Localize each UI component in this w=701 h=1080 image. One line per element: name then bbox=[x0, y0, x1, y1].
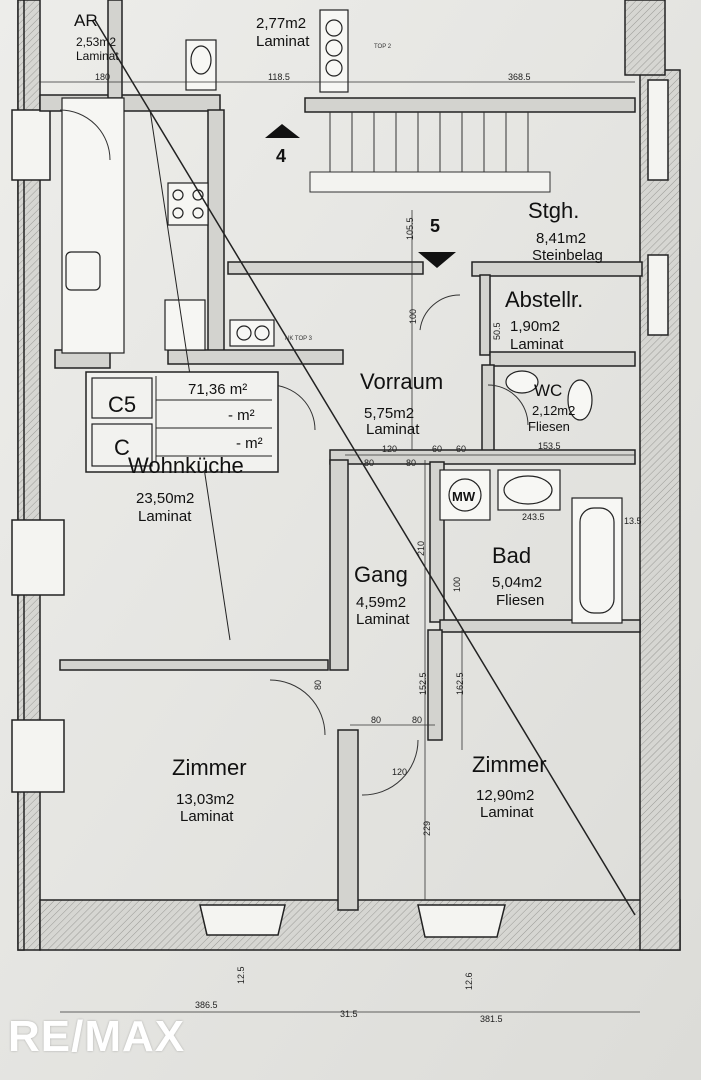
legend-code-c5: C5 bbox=[108, 392, 136, 417]
zimmer-right-name: Zimmer bbox=[472, 752, 547, 777]
dim-100b: 100 bbox=[452, 577, 462, 592]
wohnkueche-area: 23,50m2 bbox=[136, 490, 194, 507]
wohnkueche-floor: Laminat bbox=[138, 508, 192, 525]
bad-name: Bad bbox=[492, 543, 531, 568]
wc-floor: Fliesen bbox=[528, 419, 570, 434]
vorraum-area: 5,75m2 bbox=[364, 405, 414, 422]
nk-top-label: NK TOP 3 bbox=[285, 336, 313, 342]
dim-top-3685: 368.5 bbox=[508, 72, 531, 82]
bath-fixtures bbox=[439, 469, 623, 624]
outer-walls bbox=[17, 0, 681, 951]
dim-120: 120 bbox=[382, 444, 397, 454]
top2-label: TOP 2 bbox=[374, 44, 392, 50]
zimmer-right-area: 12,90m2 bbox=[476, 787, 534, 804]
washing-machine-icon bbox=[448, 478, 482, 512]
gang-area: 4,59m2 bbox=[356, 594, 406, 611]
stgh-name: Stgh. bbox=[528, 198, 579, 223]
top-room-area: 2,77m2 bbox=[256, 15, 306, 32]
dim-60b: 60 bbox=[456, 444, 466, 454]
bad-area: 5,04m2 bbox=[492, 574, 542, 591]
dim-80-vert: 80 bbox=[313, 680, 323, 690]
windows-left bbox=[11, 109, 65, 793]
inner-walls bbox=[39, 0, 643, 911]
dim-2435: 243.5 bbox=[522, 512, 545, 522]
dimension-lines bbox=[40, 81, 640, 1013]
stgh-area: 8,41m2 bbox=[536, 230, 586, 247]
ar-name: AR bbox=[74, 11, 98, 30]
wc-fixtures bbox=[505, 370, 593, 421]
dim-505: 50.5 bbox=[492, 322, 502, 340]
dim-100: 100 bbox=[408, 309, 418, 324]
dim-1625: 162.5 bbox=[455, 672, 465, 695]
zimmer-right-floor: Laminat bbox=[480, 804, 534, 821]
windows-bottom bbox=[199, 904, 506, 938]
abstellr-name: Abstellr. bbox=[505, 287, 583, 312]
dim-top-180: 180 bbox=[95, 72, 110, 82]
gang-floor: Laminat bbox=[356, 611, 410, 628]
legend-value-2: - m² bbox=[228, 407, 255, 424]
vorraum-name: Vorraum bbox=[360, 369, 443, 394]
step-number-upper: 4 bbox=[276, 146, 286, 166]
zimmer-left-floor: Laminat bbox=[180, 808, 234, 825]
dim-125: 12.5 bbox=[236, 966, 246, 984]
dim-top-1185: 118.5 bbox=[268, 72, 290, 82]
dim-135: 13.5 bbox=[624, 516, 642, 526]
step-arrow-lower-icon bbox=[418, 252, 456, 268]
windows-right bbox=[647, 79, 669, 336]
stgh-floor: Steinbelag bbox=[532, 247, 603, 264]
step-arrow-upper-icon bbox=[265, 124, 300, 138]
legend-value-3: - m² bbox=[236, 435, 263, 452]
wc-name: WC bbox=[534, 381, 562, 400]
step-number-lower: 5 bbox=[430, 216, 440, 236]
dim-210: 210 bbox=[416, 541, 426, 556]
remax-logo: RE/MAX bbox=[8, 1012, 186, 1061]
dim-120b: 120 bbox=[392, 767, 407, 777]
wohnkueche-name: Wohnküche bbox=[128, 453, 244, 478]
dim-bottom-3815: 381.5 bbox=[480, 1014, 503, 1024]
washing-machine-label: MW bbox=[452, 489, 476, 504]
stair-treads bbox=[309, 112, 551, 193]
gang-name: Gang bbox=[354, 562, 408, 587]
dim-80a: 80 bbox=[364, 458, 374, 468]
abstellr-area: 1,90m2 bbox=[510, 318, 560, 335]
zimmer-left-area: 13,03m2 bbox=[176, 791, 234, 808]
dim-80b: 80 bbox=[406, 458, 416, 468]
section-line bbox=[94, 19, 636, 916]
dim-1055: 105.5 bbox=[405, 217, 415, 240]
ar-floor: Laminat bbox=[76, 49, 119, 63]
top-room-floor: Laminat bbox=[256, 33, 310, 50]
dim-1525: 152.5 bbox=[418, 672, 428, 695]
dim-229: 229 bbox=[422, 821, 432, 836]
abstellr-floor: Laminat bbox=[510, 336, 564, 353]
dim-80d: 80 bbox=[412, 715, 422, 725]
dim-60a: 60 bbox=[432, 444, 442, 454]
dim-bottom-3865: 386.5 bbox=[195, 1000, 218, 1010]
dim-1535: 153.5 bbox=[538, 441, 561, 451]
kitchen-counter bbox=[61, 97, 209, 354]
ar-area: 2,53m2 bbox=[76, 35, 116, 49]
dim-80c: 80 bbox=[371, 715, 381, 725]
zimmer-left-name: Zimmer bbox=[172, 755, 247, 780]
legend-code-c: C bbox=[114, 435, 130, 460]
dim-126: 12.6 bbox=[464, 972, 474, 990]
vorraum-floor: Laminat bbox=[366, 421, 420, 438]
wc-area: 2,12m2 bbox=[532, 403, 575, 418]
legend-box bbox=[85, 371, 279, 473]
bad-floor: Fliesen bbox=[496, 592, 544, 609]
legend-value-1: 71,36 m² bbox=[188, 381, 247, 398]
dim-bottom-315: 31.5 bbox=[340, 1009, 358, 1019]
